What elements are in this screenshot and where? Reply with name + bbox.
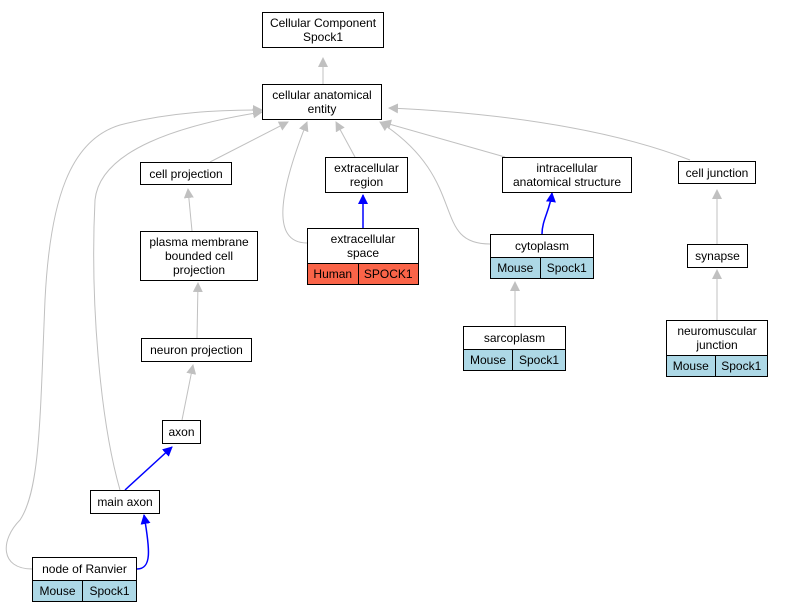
gene-cell[interactable]: Spock1	[518, 353, 560, 367]
node-label: cell junction	[685, 165, 749, 180]
node-cellular-component[interactable]: Cellular Component Spock1	[262, 12, 384, 48]
node-cell-junction[interactable]: cell junction	[678, 161, 756, 184]
edge-mainaxon-to-axon	[124, 446, 173, 491]
edge-extspace-to-cae	[282, 121, 309, 244]
node-label: axon	[168, 425, 195, 439]
gene-cell[interactable]: SPOCK1	[363, 267, 413, 281]
gene-table-extracellular-space: Human SPOCK1	[307, 264, 419, 285]
node-cytoplasm[interactable]: cytoplasm	[490, 234, 594, 258]
node-extracellular-region[interactable]: extracellular region	[325, 157, 408, 193]
edge-ranvier-to-mainaxon	[136, 514, 151, 570]
node-label-line: extracellular	[334, 161, 399, 175]
node-label-line: plasma membrane	[149, 235, 249, 249]
edge-pmbcp-to-cellprojection	[183, 188, 194, 232]
node-cell-projection[interactable]: cell projection	[140, 162, 232, 185]
node-label-line: cellular anatomical	[272, 88, 372, 102]
edge-cellprojection-to-cae	[209, 121, 289, 163]
edge-ranvier-to-cae	[5, 105, 263, 570]
edge-neuronproj-to-pmbcp	[192, 282, 203, 339]
node-neuron-projection[interactable]: neuron projection	[141, 338, 252, 362]
node-label-line: region	[349, 175, 384, 189]
node-intracellular-anatomical-structure[interactable]: intracellular anatomical structure	[502, 157, 632, 193]
node-label-line: Cellular Component	[269, 16, 377, 30]
node-extracellular-space[interactable]: extracellular space	[307, 228, 419, 264]
species-cell: Mouse	[464, 350, 513, 370]
species-cell: Human	[308, 264, 359, 284]
species-cell: Mouse	[667, 356, 716, 376]
node-label-line: anatomical structure	[512, 175, 622, 189]
node-label: cell projection	[149, 166, 223, 181]
node-label-line: projection	[172, 263, 226, 277]
edge-intracellular-to-cae	[381, 119, 506, 158]
node-sarcoplasm[interactable]: sarcoplasm	[463, 326, 566, 350]
node-label: sarcoplasm	[483, 331, 546, 345]
species-cell: Mouse	[33, 581, 83, 601]
edge-extregion-to-cae	[335, 121, 356, 158]
node-label: synapse	[695, 249, 740, 263]
node-label: neuron projection	[150, 343, 243, 357]
gene-table-node-of-ranvier: Mouse Spock1	[32, 581, 137, 602]
edge-celljunction-to-cae	[388, 103, 691, 161]
gene-cell[interactable]: Spock1	[89, 584, 130, 598]
species-cell: Mouse	[491, 258, 541, 278]
node-label-line: Spock1	[302, 30, 344, 44]
gene-cell[interactable]: Spock1	[721, 359, 762, 373]
node-label-line: bounded cell	[164, 249, 234, 263]
node-label-line: neuromuscular	[677, 324, 757, 338]
gene-cell[interactable]: Spock1	[546, 261, 587, 275]
node-node-of-ranvier[interactable]: node of Ranvier	[32, 557, 137, 581]
edge-cytoplasm-to-intracellular	[541, 192, 556, 235]
node-plasma-membrane-bounded-cell-projection[interactable]: plasma membrane bounded cell projection	[140, 231, 258, 281]
edge-axon-to-neuronproj	[181, 364, 197, 421]
node-axon[interactable]: axon	[162, 420, 201, 444]
node-label-line: extracellular	[330, 232, 396, 246]
node-synapse[interactable]: synapse	[687, 244, 748, 268]
gene-table-sarcoplasm: Mouse Spock1	[463, 350, 566, 371]
node-neuromuscular-junction[interactable]: neuromuscular junction	[666, 320, 768, 356]
node-label-line: space	[346, 246, 380, 260]
node-label-line: entity	[307, 102, 337, 116]
gene-table-neuromuscular-junction: Mouse Spock1	[666, 356, 768, 377]
node-label: cytoplasm	[514, 239, 570, 253]
edge-cytoplasm-to-cae	[379, 121, 491, 245]
node-label: node of Ranvier	[42, 562, 127, 576]
node-label: main axon	[97, 495, 153, 509]
node-main-axon[interactable]: main axon	[90, 490, 160, 514]
gene-table-cytoplasm: Mouse Spock1	[490, 258, 594, 279]
edge-mainaxon-to-cae	[93, 108, 263, 491]
node-cellular-anatomical-entity[interactable]: cellular anatomical entity	[262, 84, 382, 120]
node-label-line: intracellular	[536, 161, 598, 175]
node-label-line: junction	[696, 338, 738, 352]
